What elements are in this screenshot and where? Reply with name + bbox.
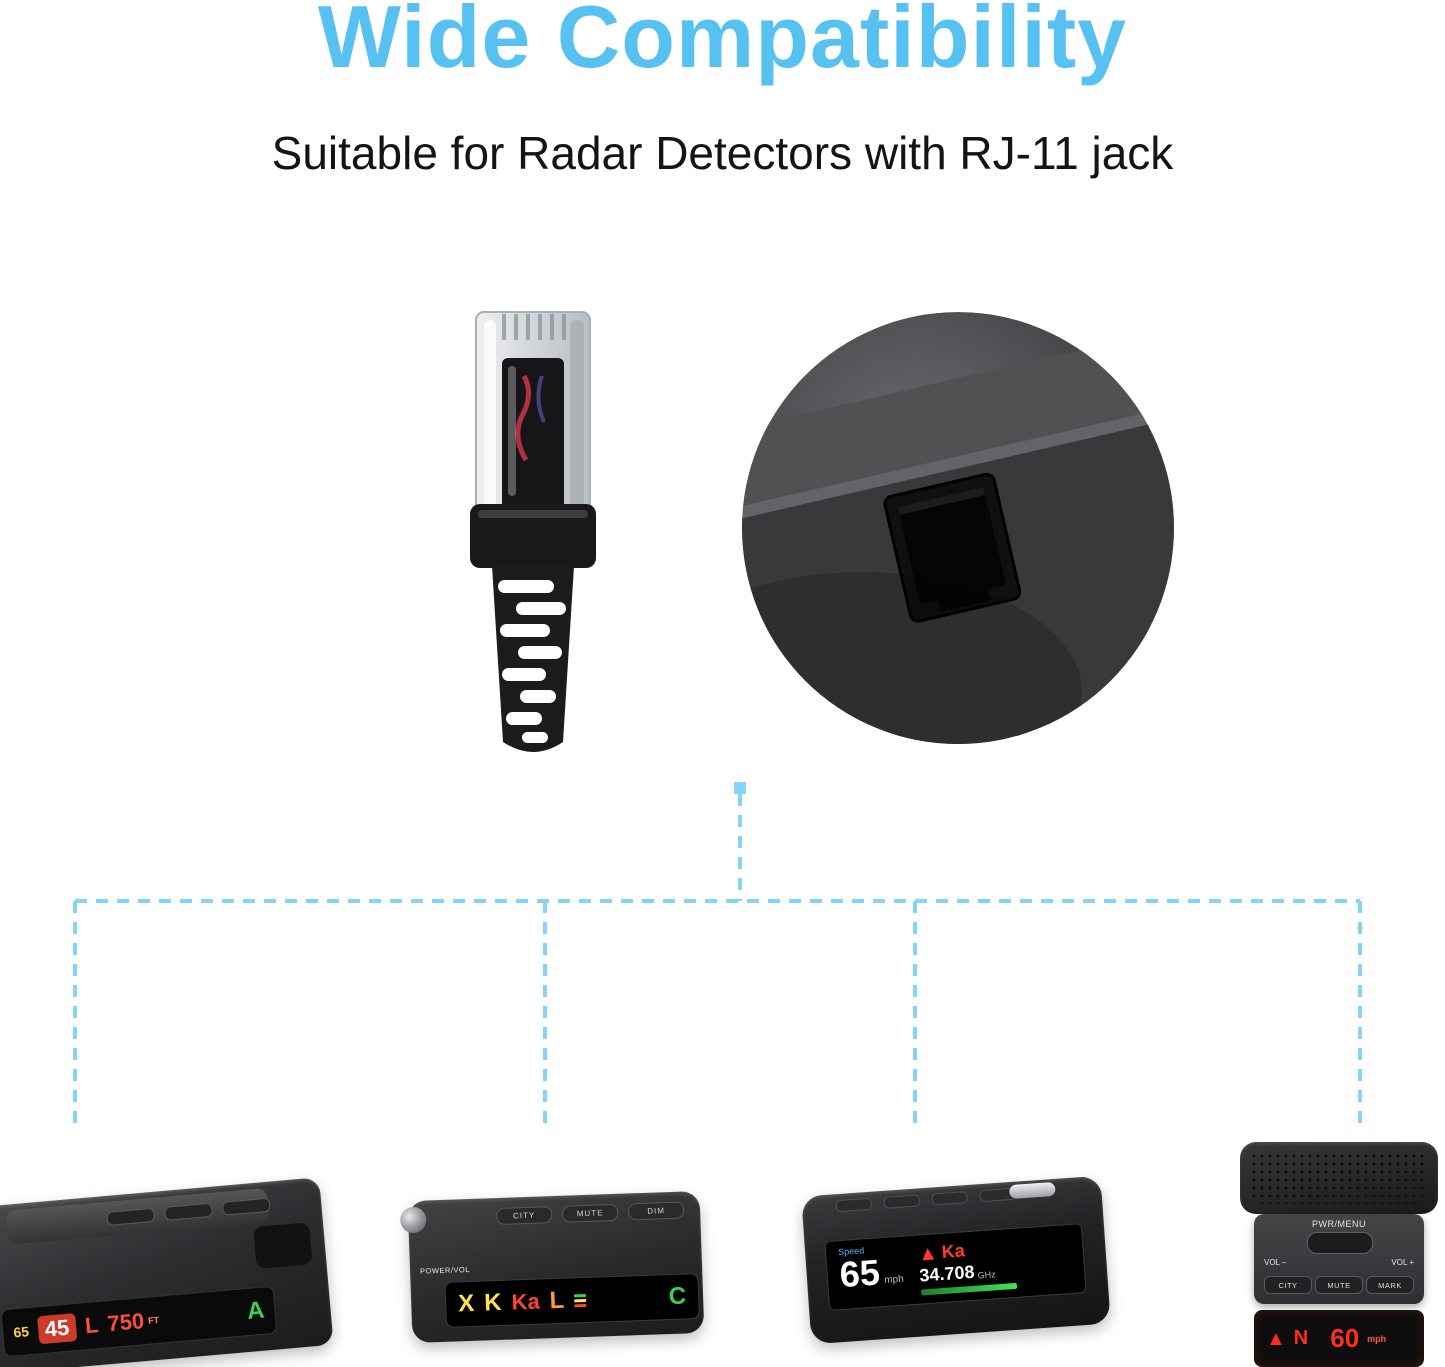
detector3-button: [931, 1191, 969, 1206]
connector-dot: [734, 782, 746, 794]
plug-contacts: [502, 314, 566, 340]
signal-bar: [574, 1303, 587, 1307]
detector4-speaker-head: [1240, 1142, 1438, 1214]
detector1-speed-limit: 65: [12, 1323, 30, 1341]
detector4-city-button: CITY: [1264, 1276, 1312, 1294]
detector3-speed: 65: [838, 1251, 882, 1296]
detector4-volume-row: VOL – VOL +: [1254, 1258, 1424, 1267]
detector4-control-panel: PWR/MENU VOL – VOL + CITY MUTE MARK: [1254, 1214, 1424, 1304]
detector2-display: X K Ka L C: [444, 1273, 700, 1328]
detector4-speed-unit: mph: [1367, 1333, 1387, 1344]
detector2-dim-button: DIM: [627, 1201, 685, 1221]
plug-red-wire: [515, 374, 531, 462]
detector4-speaker-grille: [1250, 1152, 1428, 1204]
radar-detector-4: PWR/MENU VOL – VOL + CITY MUTE MARK ▲ N …: [1228, 1142, 1445, 1367]
detector3-button: [883, 1194, 921, 1209]
plug-boot-slots: [498, 580, 566, 743]
page-subtitle: Suitable for Radar Detectors with RJ-11 …: [271, 127, 1174, 179]
rj11-plug-photo: [438, 306, 628, 771]
detector3-band-column: ▲ Ka 34.708 GHz: [917, 1235, 1017, 1298]
rj11-jack-illustration: [742, 312, 1174, 744]
detector4-button-row: CITY MUTE MARK: [1254, 1276, 1424, 1294]
detector3-frequency: 34.708: [918, 1261, 976, 1286]
detector3-frequency-unit: GHz: [977, 1269, 997, 1281]
page-title: Wide Compatibility: [317, 0, 1128, 86]
detector4-pwr-label: PWR/MENU: [1312, 1219, 1366, 1229]
detector4-mark-button: MARK: [1366, 1276, 1414, 1294]
detector1-lens: [253, 1222, 313, 1270]
detector4-pwr-button: [1307, 1232, 1373, 1254]
radar-detector-2: CITY MUTE DIM POWER/VOL X K Ka L C: [399, 1190, 705, 1344]
detector2-city-button: CITY: [495, 1206, 553, 1226]
detector2-mode-letter: C: [668, 1282, 687, 1311]
rj11-plug-illustration: [470, 311, 596, 752]
rj11-jack-closeup-photo: [742, 312, 1174, 744]
plug-blue-wire: [536, 375, 546, 423]
detector4-mute-button: MUTE: [1315, 1276, 1363, 1294]
up-arrow-icon: ▲: [917, 1241, 939, 1266]
plug-glint: [508, 366, 516, 496]
detector2-band-ka: Ka: [511, 1288, 541, 1315]
radar-detector-1: 65 45 L 750 FT A: [0, 1177, 334, 1367]
plug-collar-highlight: [478, 510, 588, 518]
detector3-button: [835, 1197, 873, 1213]
detector4-display: ▲ N 60 mph: [1254, 1310, 1424, 1367]
plug-highlight: [484, 320, 496, 508]
detector3-signal-bar: [920, 1282, 1017, 1296]
up-arrow-icon: ▲: [1266, 1327, 1286, 1350]
detector1-band: L: [84, 1312, 100, 1339]
radar-detector-3: Speed 65 mph ▲ Ka 34.708 GHz: [801, 1175, 1111, 1345]
detector4-direction: N: [1293, 1327, 1309, 1349]
detector2-band-x: X: [457, 1289, 475, 1318]
plug-collar: [470, 504, 596, 568]
detector2-mute-button: MUTE: [561, 1203, 619, 1223]
detector3-speed-column: Speed 65 mph: [838, 1243, 905, 1303]
detector1-alert-letter: A: [245, 1296, 266, 1326]
plug-shade: [570, 320, 584, 510]
detector4-vol-minus: VOL –: [1264, 1258, 1287, 1267]
detector4-vol-plus: VOL +: [1391, 1258, 1414, 1267]
detector1-range-unit: FT: [147, 1314, 160, 1326]
detector2-side-label: POWER/VOL: [419, 1265, 471, 1276]
plug-inner-cable: [502, 358, 564, 514]
detector2-band-k: K: [483, 1288, 503, 1317]
detector2-signal-bars: [574, 1293, 587, 1307]
detector3-speed-unit: mph: [883, 1273, 905, 1287]
signal-bar: [574, 1298, 587, 1302]
detector2-band-l: L: [549, 1286, 565, 1315]
detector3-band: Ka: [941, 1240, 966, 1262]
signal-bar: [574, 1293, 587, 1297]
detector1-range: 750: [106, 1308, 146, 1337]
detector4-speed: 60: [1330, 1323, 1360, 1353]
detector1-speed: 45: [36, 1313, 78, 1345]
rj11-port: [883, 472, 1022, 623]
